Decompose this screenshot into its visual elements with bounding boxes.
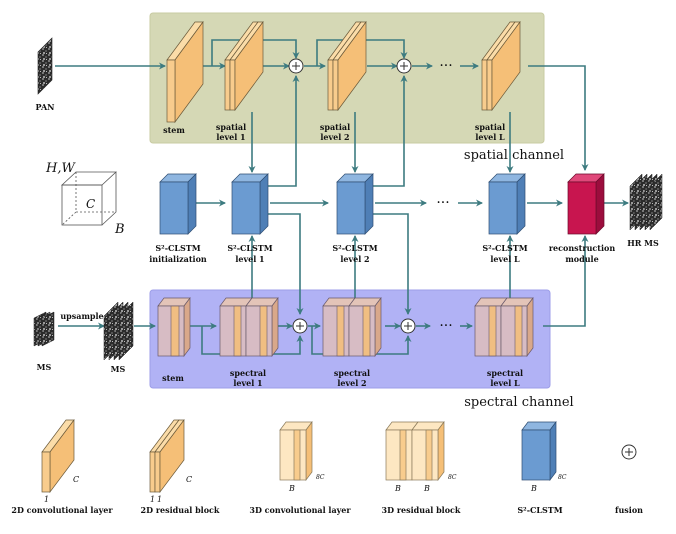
legend-conv3d-dim-b: B [288,484,295,493]
ellipsis-spatial: ··· [439,58,452,74]
spectral-stem-block [157,296,191,358]
legend-conv3d-shape [279,420,313,482]
clstm-level-L-block [488,173,526,235]
legend-conv2d-dim-c: C [73,475,79,484]
legend-res3d-label: 3D residual block [382,505,461,515]
legend-res3d-shape [385,420,445,482]
legend-clstm-dim-b: B [530,484,537,493]
legend-res3d-dim-b2: B [423,484,430,493]
reconstruction-module-block [567,173,605,235]
pan-label: PAN [36,102,55,112]
spectral-stem-label: stem [162,373,184,383]
legend-fusion-shape [621,444,637,460]
clstm-level-L-label-top: S²-CLSTM [482,243,527,253]
spectral-level-1-label-top: spectral [230,368,266,378]
ms-upsampled-label: MS [111,364,126,374]
pan-image-icon [37,37,53,95]
spatial-level-1-label-bottom: level 1 [216,132,245,142]
legend-conv3d-label: 3D convolutional layer [249,505,351,515]
clstm-level-1-block [231,173,269,235]
clstm-level-2-label-top: S²-CLSTM [332,243,377,253]
reconstruction-label-bottom: module [565,254,598,264]
spatial-level-1-label-top: spatial [216,122,246,132]
dimension-cube [60,171,118,226]
legend-res3d-dim-8c: 8C [448,474,457,481]
legend-res3d-dim-b1: B [394,484,401,493]
spatial-channel-label: spatial channel [464,148,564,163]
clstm-level-L-label-bottom: level L [490,254,520,264]
spatial-stem-label: stem [163,125,185,135]
reconstruction-label-top: reconstruction [549,243,616,253]
clstm-init-block [159,173,197,235]
spectral-level-L-label-bottom: level L [490,378,520,388]
legend-clstm-label: S²-CLSTM [517,505,562,515]
spatial-level-1-block [224,20,264,112]
legend-res2d-shape [149,418,185,494]
legend-conv2d-shape [41,418,75,494]
legend-res2d-label: 2D residual block [141,505,220,515]
cube-b-label: B [114,222,125,237]
legend-fusion-label: fusion [615,505,643,515]
spectral-level-L-block [474,296,534,358]
legend-res2d-dim-c: C [186,475,192,484]
spatial-level-2-label-top: spatial [320,122,350,132]
spatial-level-L-label-bottom: level L [475,132,505,142]
spectral-level-1-label-bottom: level 1 [233,378,262,388]
ms-label: MS [37,362,52,372]
spatial-level-L-block [481,20,521,112]
clstm-level-1-label-top: S²-CLSTM [227,243,272,253]
cube-hw-label: H,W [45,161,76,176]
spectral-level-2-label-top: spectral [334,368,370,378]
legend-conv2d-label: 2D convolutional layer [11,505,113,515]
spatial-level-2-label-bottom: level 2 [320,132,349,142]
fusion-plus-signs [292,62,412,330]
spatial-stem-block [166,20,204,124]
legend-conv2d-dim-1: 1 [44,495,49,504]
hr-ms-stack-icon [629,173,663,231]
spectral-level-L-label-top: spectral [487,368,523,378]
spatial-level-L-label-top: spatial [475,122,505,132]
spectral-level-2-block [322,296,382,358]
spectral-level-2-label-bottom: level 2 [337,378,366,388]
clstm-init-label-top: S²-CLSTM [155,243,200,253]
hr-ms-label: HR MS [627,238,659,248]
clstm-level-1-label-bottom: level 1 [235,254,264,264]
legend-res2d-dim-1b: 1 [157,495,162,504]
legend-clstm-dim-8c: 8C [558,474,567,481]
legend-clstm-shape [521,420,557,482]
legend-res2d-dim-1a: 1 [150,495,155,504]
legend-conv3d-dim-8c: 8C [316,474,325,481]
ellipsis-spectral: ··· [439,318,452,334]
ms-image-stack-icon [33,311,55,347]
clstm-level-2-block [336,173,374,235]
spectral-level-1-block [219,296,279,358]
clstm-init-label-bottom: initialization [149,254,207,264]
ellipsis-clstm: ··· [436,195,449,211]
spatial-level-2-block [327,20,367,112]
upsample-label: upsample [60,311,103,321]
clstm-level-2-label-bottom: level 2 [340,254,369,264]
ms-upsampled-stack-icon [103,301,134,361]
spectral-channel-label: spectral channel [464,395,573,410]
cube-c-label: C [86,197,95,211]
